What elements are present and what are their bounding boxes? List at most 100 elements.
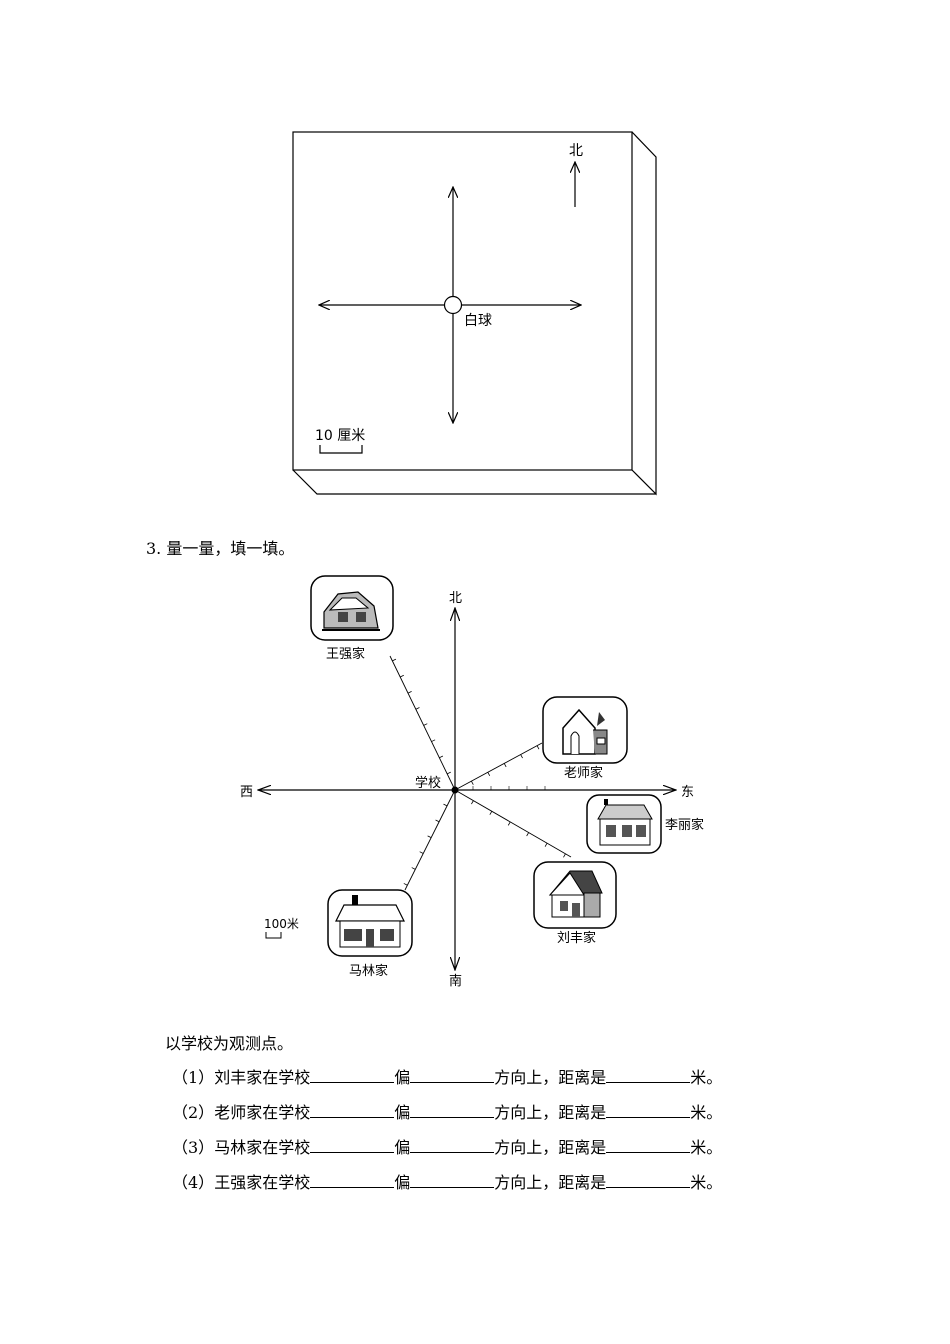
answer-blank[interactable] [606,1067,691,1083]
question-suffix: 方向上，距离是 [494,1068,607,1087]
ray-tick [544,842,548,847]
map-scale-label: 100米 [264,917,299,931]
liufeng-house: 刘丰家 [533,861,617,946]
question-middle: 偏 [394,1068,411,1087]
question-line: （2）老师家在学校 偏 方向上，距离是 米。 [172,1102,722,1123]
lili-label: 李丽家 [665,817,704,833]
ray-tick [563,853,566,858]
question-end: 米。 [690,1173,723,1192]
board-side [631,131,657,496]
house-icon [562,708,608,755]
ray-tick [415,707,420,710]
teacher-house: 老师家 [542,696,628,781]
ray-tick [471,780,474,785]
ray-tick [526,832,529,837]
ray-tick [407,691,412,694]
ray-wangqiang [389,655,456,791]
question-line: （4）王强家在学校 偏 方向上，距离是 米。 [172,1172,722,1193]
ray-tick [403,883,408,886]
north-label: 北 [569,143,583,159]
ray-liufeng [454,789,572,858]
question-number: （2） [172,1103,215,1122]
wangqiang-label: 王强家 [326,646,365,662]
school-label: 学校 [415,775,441,791]
ray-tick [443,803,448,807]
question-number: （3） [172,1138,215,1157]
ray-tick [400,674,404,678]
west-label: 西 [240,785,253,800]
board-bottom [292,469,656,495]
question-suffix: 方向上，距离是 [494,1138,607,1157]
direction-map: 北 南 东 西 学校 100米 王强家 老师家 [240,575,704,989]
board-face [292,131,633,471]
answer-blank[interactable] [310,1137,395,1153]
question-number: （1） [172,1068,215,1087]
question-middle: 偏 [394,1103,411,1122]
question-prefix: 马林家在学校 [214,1138,311,1157]
ray-tick [487,772,491,776]
question-prefix: 王强家在学校 [214,1173,311,1192]
teacher-label: 老师家 [564,765,603,781]
malin-label: 马林家 [349,963,388,979]
answer-blank[interactable] [410,1137,495,1153]
ray-tick [435,819,440,823]
ray-tick [503,763,507,768]
house-icon [322,591,380,631]
intro-text: 以学校为观测点。 [165,1034,294,1053]
liufeng-label: 刘丰家 [557,930,596,946]
malin-house: 马林家 [327,889,413,979]
ray-tick [411,867,416,870]
question-end: 米。 [690,1103,723,1122]
answer-blank[interactable] [310,1067,395,1083]
answer-blank[interactable] [310,1172,395,1188]
ray-tick [423,723,428,726]
question-middle: 偏 [394,1173,411,1192]
question-line: （1）刘丰家在学校 偏 方向上，距离是 米。 [172,1067,722,1088]
question-number: （4） [172,1173,215,1192]
board-figure: 北 白球 10 厘米 [292,131,657,496]
ray-malin [404,789,456,891]
wangqiang-house: 王强家 [310,575,394,662]
question-line: （3）马林家在学校 偏 方向上，距离是 米。 [172,1137,722,1158]
house-icon [548,870,603,918]
ray-tick [489,811,493,815]
ray-tick [427,835,432,838]
rays-group [389,655,572,891]
question-suffix: 方向上，距离是 [494,1173,607,1192]
answer-blank[interactable] [606,1137,691,1153]
map-scale-bar [265,932,282,939]
ray-tick [536,745,540,750]
lili-house: 李丽家 [586,794,704,854]
ray-tick [446,771,451,775]
answer-blank[interactable] [410,1067,495,1083]
answer-blank[interactable] [606,1172,691,1188]
answer-blank[interactable] [606,1102,691,1118]
answer-blank[interactable] [410,1102,495,1118]
ray-tick [471,800,474,805]
ray-tick [392,658,397,662]
ray-tick [507,821,511,826]
ray-tick [520,754,523,759]
ray-teacher [454,742,543,791]
south-label: 南 [449,973,462,989]
ball-label: 白球 [464,313,492,329]
question-end: 米。 [690,1138,723,1157]
question-prefix: 刘丰家在学校 [214,1068,311,1087]
scale-bar [319,445,363,454]
house-icon [597,799,653,846]
north-label: 北 [449,591,462,606]
ray-tick [431,739,436,742]
answer-blank[interactable] [410,1172,495,1188]
ray-tick [439,755,444,759]
question-suffix: 方向上，距离是 [494,1103,607,1122]
question-title: 3. 量一量，填一填。 [146,539,295,558]
ray-tick [419,851,424,854]
house-icon [335,895,405,948]
question-prefix: 老师家在学校 [214,1103,311,1122]
question-end: 米。 [690,1068,723,1087]
east-label: 东 [681,785,694,800]
white-ball [443,295,463,315]
scale-label: 10 厘米 [315,428,365,444]
answer-blank[interactable] [310,1102,395,1118]
question-middle: 偏 [394,1138,411,1157]
